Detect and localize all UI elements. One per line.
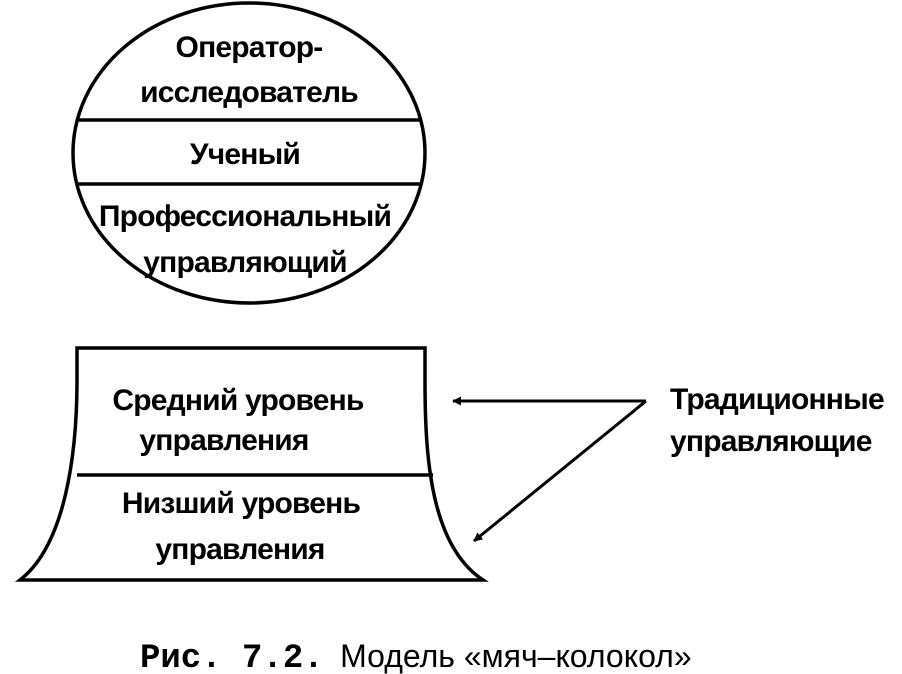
ball-section-1-line-2: исследователь bbox=[140, 76, 358, 109]
bell-shape: Средний уровень управления Низший уровен… bbox=[14, 346, 489, 582]
bell-outline bbox=[14, 346, 489, 582]
ball-section-3-line-2: управляющий bbox=[143, 246, 346, 279]
bell-section-2-line-1: Низший уровень bbox=[122, 487, 361, 520]
arrows bbox=[452, 396, 647, 543]
bell-section-1-line-1: Средний уровень bbox=[112, 384, 364, 417]
ball-section-3-line-1: Профессиональный bbox=[99, 200, 391, 233]
bell-section-1-line-2: управления bbox=[139, 424, 308, 457]
ball-section-2-label: Ученый bbox=[190, 138, 300, 171]
ball-section-1-line-1: Оператор- bbox=[176, 31, 323, 64]
caption-text: Модель «мяч–колокол» bbox=[340, 638, 692, 674]
side-label-line-2: управляющие bbox=[670, 425, 872, 458]
bell-section-2-line-2: управления bbox=[155, 533, 324, 566]
side-label-line-1: Традиционные bbox=[670, 383, 884, 416]
figure-caption: Рис. 7.2. Модель «мяч–колокол» bbox=[140, 638, 692, 674]
ball-outline bbox=[71, 1, 427, 305]
caption-number: Рис. 7.2. bbox=[140, 640, 324, 674]
ball-shape: Оператор- исследователь Ученый Профессио… bbox=[71, 1, 427, 305]
arrow-to-lower-level bbox=[473, 399, 647, 543]
